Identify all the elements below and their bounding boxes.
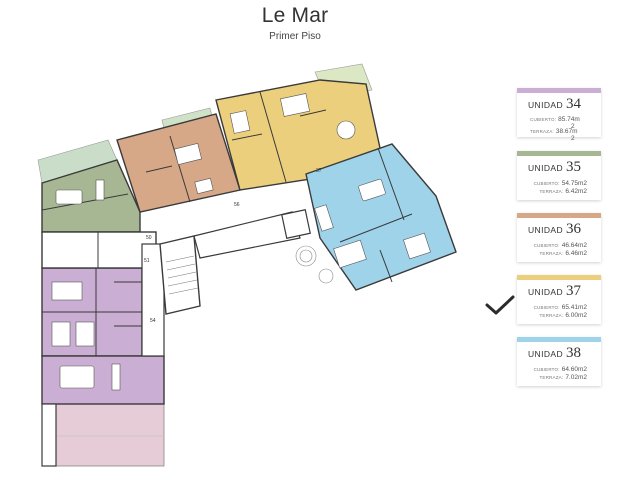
unit-37-cubierto-row: CUBIERTO: 65.41m2 bbox=[534, 304, 587, 311]
unit-35-label: UNIDAD bbox=[528, 163, 563, 173]
unit-36-color-bar bbox=[517, 213, 601, 218]
tree-symbols bbox=[295, 245, 334, 284]
unit-38-color-bar bbox=[517, 337, 601, 342]
unit-35-cubierto-key: CUBIERTO: bbox=[533, 181, 560, 186]
unit-34-cubierto-unit-row: 2 bbox=[571, 123, 575, 130]
check-icon bbox=[485, 295, 515, 315]
unit-34-terraza-row: TERRAZA: 38.67m bbox=[530, 128, 578, 135]
elevator bbox=[281, 209, 311, 239]
unit-38-terraza-key: TERRAZA: bbox=[539, 375, 564, 380]
unit-36-number: 36 bbox=[566, 221, 581, 237]
floor-plan: 50 51 54 56 37 bbox=[37, 63, 457, 467]
stair-core bbox=[159, 235, 201, 315]
unit-36-label: UNIDAD bbox=[528, 225, 563, 235]
unit-37-terraza-row: TERRAZA: 6.00m2 bbox=[539, 312, 587, 319]
unit-card-35[interactable]: UNIDAD 35 CUBIERTO: 54.75m2 TERRAZA: 6.4… bbox=[517, 151, 601, 200]
unit-38-cubierto-value: 64.60m2 bbox=[561, 366, 587, 373]
corridor-diagonal bbox=[193, 211, 301, 259]
unit-card-34[interactable]: UNIDAD 34 CUBIERTO: 85.74m 2 TERRAZA: 38… bbox=[517, 88, 601, 142]
unit-card-38[interactable]: UNIDAD 38 CUBIERTO: 64.60m2 TERRAZA: 7.0… bbox=[517, 337, 601, 386]
unit-35-number: 35 bbox=[566, 159, 581, 175]
unit-38-label: UNIDAD bbox=[528, 349, 563, 359]
unit-37-cubierto-key: CUBIERTO: bbox=[533, 305, 560, 310]
unit-38-title: UNIDAD 38 bbox=[528, 345, 581, 363]
unit-37-label: UNIDAD bbox=[528, 287, 563, 297]
terrace-south bbox=[55, 403, 165, 467]
unit-36-terraza-key: TERRAZA: bbox=[539, 251, 564, 256]
unit-36-terraza-value: 6.46m2 bbox=[565, 250, 587, 257]
unit-34-terraza-unit-row: 2 bbox=[571, 135, 575, 142]
corridor-west bbox=[141, 243, 165, 357]
stair-treads bbox=[165, 255, 199, 295]
unit-35-cubierto-value: 54.75m2 bbox=[561, 180, 587, 187]
unit-38-number: 38 bbox=[566, 345, 581, 361]
unit-37-terraza-key: TERRAZA: bbox=[539, 313, 564, 318]
unit-34-color-bar bbox=[517, 88, 601, 93]
unit-38-terraza-row: TERRAZA: 7.02m2 bbox=[539, 374, 587, 381]
plan-label-37: 37 bbox=[316, 168, 322, 174]
unit-38-terraza-value: 7.02m2 bbox=[565, 374, 587, 381]
plan-label-56: 56 bbox=[234, 202, 240, 208]
unit-37-title: UNIDAD 37 bbox=[528, 283, 581, 301]
unit-36-cubierto-value: 46.64m2 bbox=[561, 242, 587, 249]
unit-35-area bbox=[41, 159, 141, 233]
unit-37-number: 37 bbox=[566, 283, 581, 299]
unit-36-title: UNIDAD 36 bbox=[528, 221, 581, 239]
unit-38-cubierto-row: CUBIERTO: 64.60m2 bbox=[534, 366, 587, 373]
unit-35-terraza-value: 6.42m2 bbox=[565, 188, 587, 195]
unit-34-label: UNIDAD bbox=[528, 100, 563, 110]
unit-35-cubierto-row: CUBIERTO: 54.75m2 bbox=[534, 180, 587, 187]
unit-34-cubierto-value: 85.74m bbox=[558, 116, 580, 123]
unit-36-terraza-row: TERRAZA: 6.46m2 bbox=[539, 250, 587, 257]
unit-35-terraza-key: TERRAZA: bbox=[539, 189, 564, 194]
plan-label-54: 54 bbox=[150, 318, 156, 324]
unit-34-cubierto-row: CUBIERTO: 85.74m bbox=[530, 116, 580, 123]
plan-label-50: 50 bbox=[146, 235, 152, 241]
page-subtitle: Primer Piso bbox=[269, 31, 321, 42]
unit-34-terraza-key: TERRAZA: bbox=[530, 129, 554, 134]
unit-35-color-bar bbox=[517, 151, 601, 156]
unit-35-terraza-row: TERRAZA: 6.42m2 bbox=[539, 188, 587, 195]
unit-37-cubierto-value: 65.41m2 bbox=[561, 304, 587, 311]
core-west bbox=[41, 231, 157, 269]
furniture bbox=[51, 93, 431, 391]
unit-34-terraza-value: 38.67m bbox=[555, 128, 578, 135]
unit-34-number: 34 bbox=[566, 96, 581, 112]
unit-card-36[interactable]: UNIDAD 36 CUBIERTO: 46.64m2 TERRAZA: 6.4… bbox=[517, 213, 601, 262]
unit-36-cubierto-key: CUBIERTO: bbox=[533, 243, 560, 248]
interior-walls bbox=[41, 91, 413, 356]
unit-35-title: UNIDAD 35 bbox=[528, 159, 581, 177]
page-title: Le Mar bbox=[261, 4, 329, 27]
unit-36-cubierto-row: CUBIERTO: 46.64m2 bbox=[534, 242, 587, 249]
plan-label-51: 51 bbox=[144, 258, 150, 264]
unit-34-cubierto-unit: 2 bbox=[571, 123, 575, 130]
unit-34-title: UNIDAD 34 bbox=[528, 96, 581, 114]
unit-34-cubierto-key: CUBIERTO: bbox=[530, 117, 557, 122]
bath-west bbox=[41, 403, 57, 467]
unit-37-terraza-value: 6.00m2 bbox=[565, 312, 587, 319]
unit-34-terraza-unit: 2 bbox=[571, 135, 575, 142]
unit-38-cubierto-key: CUBIERTO: bbox=[533, 367, 560, 372]
unit-card-37[interactable]: UNIDAD 37 CUBIERTO: 65.41m2 TERRAZA: 6.0… bbox=[517, 275, 601, 324]
unit-37-color-bar bbox=[517, 275, 601, 280]
